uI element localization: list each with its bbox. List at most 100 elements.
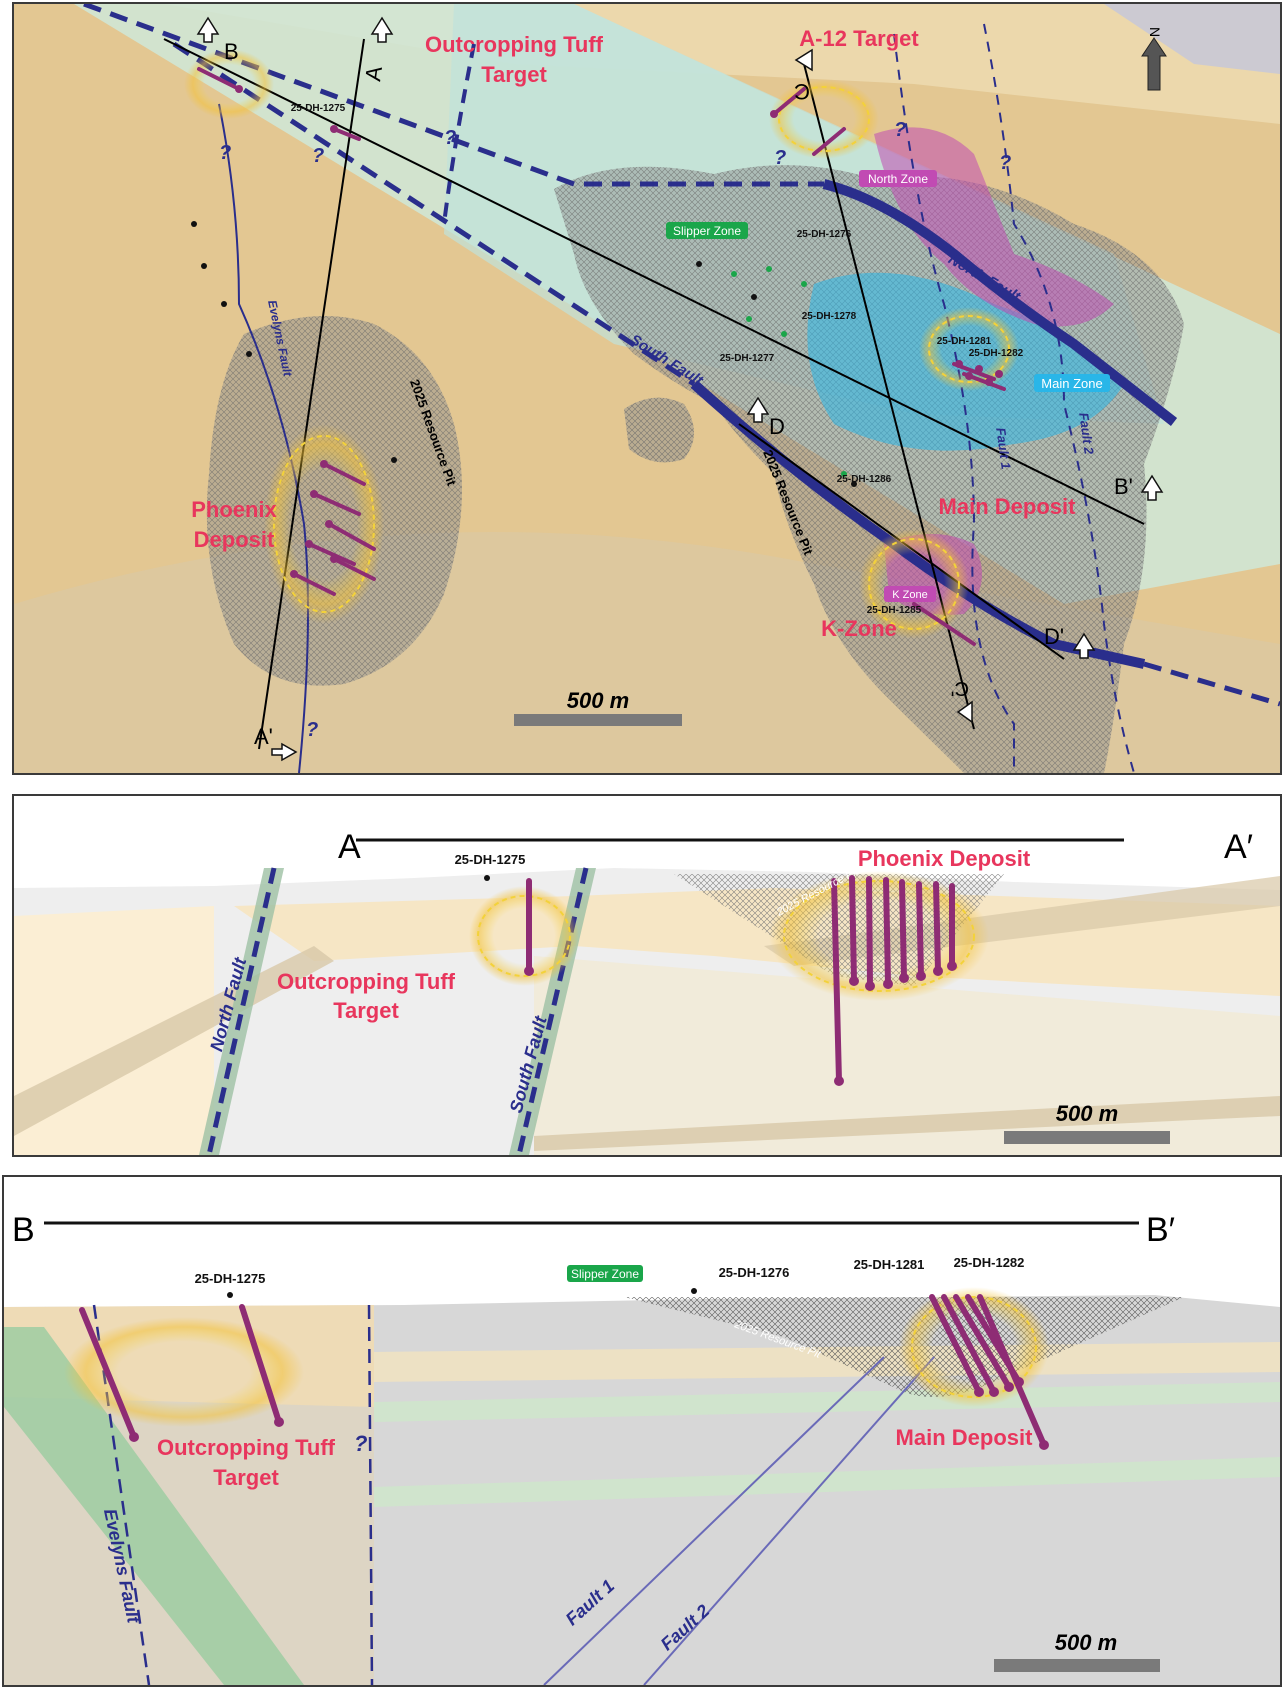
label-section-d: D (769, 414, 785, 439)
section-b-scale-bar (994, 1659, 1160, 1672)
section-a-scale-bar (1004, 1131, 1170, 1144)
label-main-zone: Main Zone (1041, 376, 1102, 391)
label-section-b-prime: B' (1114, 474, 1133, 499)
section-a-svg: A A′ 25-DH-1275 Phoenix Deposit 2025 Res… (14, 796, 1280, 1155)
label-section-a: A (360, 64, 387, 82)
label-dh-1278: 25-DH-1278 (802, 311, 857, 322)
section-line-b (163, 38, 1145, 525)
section-a-phoenix-deposit: Phoenix Deposit (858, 846, 1031, 871)
halo-a12-outline (778, 86, 870, 152)
label-fault1: Fault 1 (993, 427, 1014, 471)
section-b-halo-tuff (64, 1317, 304, 1427)
section-b-fault1 (543, 1356, 885, 1685)
section-b-fault2 (643, 1356, 935, 1685)
drill-traces (197, 67, 1006, 646)
section-b-slipper-label: Slipper Zone (571, 1267, 639, 1281)
plan-q-6: ? (999, 152, 1011, 174)
plan-q-5: ? (894, 119, 906, 141)
north-zone-bg (859, 170, 937, 187)
plan-q-4: ? (774, 147, 786, 169)
section-b-evelyns-fault (92, 1304, 151, 1685)
plan-scale-label: 500 m (567, 688, 629, 713)
halo-phoenix-outline (273, 435, 375, 613)
section-b-dh-1281: 25-DH-1281 (854, 1257, 925, 1272)
section-a-halo-tuff (469, 886, 579, 986)
section-a-halo-phoenix (769, 871, 989, 1001)
south-fault-east-dashed (1143, 661, 1280, 707)
section-b-target-1: Outcropping Tuff (157, 1435, 336, 1460)
label-section-a-prime: A' (254, 724, 273, 749)
section-line-a (258, 38, 365, 750)
plan-map-panel: N 500 m Outcropping Tuff Target A-12 Tar… (12, 2, 1282, 775)
section-a-north-fault-zone (199, 868, 284, 1155)
label-fault2: Fault 2 (1076, 412, 1097, 456)
k-zone-bg (884, 586, 936, 602)
section-b-start-label: B (12, 1211, 35, 1249)
section-b-panel: B B′ 25-DH-1275 25-DH-1276 25-DH-1281 25… (2, 1175, 1282, 1687)
section-arrows (196, 16, 1164, 762)
section-b-band-3 (374, 1457, 1280, 1507)
plan-q-3: ? (444, 127, 456, 149)
label-k-zone-target: K-Zone (821, 616, 897, 641)
section-b-green-diag (4, 1327, 304, 1685)
section-a-lower-tan (534, 956, 1280, 1155)
label-slipper-zone: Slipper Zone (673, 224, 741, 238)
halo-a12 (769, 79, 879, 159)
slipper-zone-bg (666, 222, 748, 239)
section-b-drill-ends (129, 1377, 1049, 1450)
label-dh-1286: 25-DH-1286 (837, 474, 892, 485)
section-a-band-2 (534, 1096, 1280, 1151)
label-k-zone: K Zone (892, 589, 927, 601)
section-b-band-2 (374, 1382, 1280, 1422)
plan-map-svg: N 500 m Outcropping Tuff Target A-12 Tar… (14, 4, 1280, 773)
label-section-c: C (794, 79, 810, 104)
fault2-line (983, 23, 1135, 773)
north-arrow: N (1141, 27, 1167, 91)
halo-phoenix (264, 424, 384, 624)
halo-kzone (859, 529, 969, 639)
plan-q-2: ? (312, 145, 324, 167)
section-b-dh-1275: 25-DH-1275 (195, 1271, 266, 1286)
section-a-start-label: A (338, 828, 361, 866)
central-dashed-fault (442, 43, 476, 225)
label-dh-1282: 25-DH-1282 (969, 348, 1024, 359)
halo-main-outline (928, 315, 1010, 383)
label-dh-1276: 25-DH-1276 (797, 229, 852, 240)
section-a-scale-label: 500 m (1056, 1101, 1118, 1126)
small-pit-west (624, 397, 694, 463)
label-north-zone: North Zone (868, 172, 928, 186)
section-a-panel: A A′ 25-DH-1275 Phoenix Deposit 2025 Res… (12, 794, 1282, 1157)
section-a-collar-1275 (484, 875, 490, 881)
label-dh-1285: 25-DH-1285 (867, 605, 922, 616)
section-b-drill-traces (79, 1294, 1047, 1448)
south-fault-dashed (172, 41, 696, 387)
halo-kzone-outline (868, 538, 960, 630)
plan-q-7: ? (306, 719, 318, 741)
north-fault-solid (822, 179, 1178, 426)
drill-collars (235, 85, 1003, 578)
black-collars (191, 221, 857, 487)
plan-scale-bar (514, 714, 682, 726)
section-b-collar-1275 (227, 1292, 233, 1298)
section-b-q: ? (354, 1431, 367, 1456)
terrain-grey-corner (1104, 4, 1280, 74)
green-drillholes (731, 266, 847, 477)
main-zone-bg (1034, 374, 1110, 392)
label-outcropping-tuff-1: Outcropping Tuff (425, 32, 604, 57)
section-a-target-2: Target (333, 998, 399, 1023)
label-phoenix-1: Phoenix (191, 497, 277, 522)
label-section-b: B (224, 39, 239, 64)
section-b-dh-1276: 25-DH-1276 (719, 1265, 790, 1280)
section-a-drill-traces (526, 875, 955, 1084)
label-section-c-prime: C' (951, 677, 969, 699)
section-b-collar-1276 (691, 1288, 697, 1294)
label-dh-1281: 25-DH-1281 (937, 336, 992, 347)
section-a-dh-1275: 25-DH-1275 (455, 852, 526, 867)
section-a-drill-ends (524, 961, 957, 1086)
label-dh-1277: 25-DH-1277 (720, 353, 775, 364)
label-dh-1275: 25-DH-1275 (291, 103, 346, 114)
section-b-target-2: Target (213, 1465, 279, 1490)
section-a-halo-phoenix-outline (783, 880, 975, 992)
section-b-scale-label: 500 m (1055, 1630, 1117, 1655)
section-b-halo-main-outline (911, 1296, 1037, 1398)
